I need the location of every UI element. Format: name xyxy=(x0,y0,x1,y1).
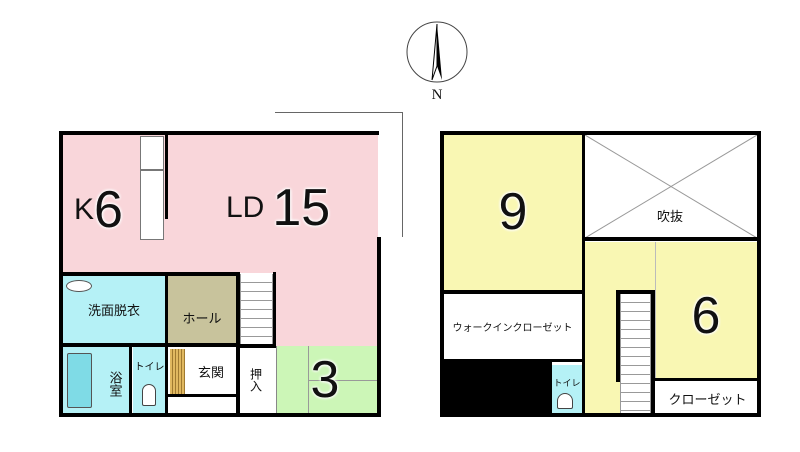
compass-icon xyxy=(406,21,468,83)
living-dining-extension xyxy=(275,272,378,346)
wall xyxy=(757,131,761,417)
hallway-2f xyxy=(585,242,655,413)
wall xyxy=(59,272,237,276)
wall xyxy=(582,237,760,241)
wall xyxy=(440,290,584,294)
closet-oshiire xyxy=(240,348,273,413)
wall xyxy=(582,131,585,413)
toilet-2f-label: トイレ xyxy=(553,378,581,389)
kitchen-prefix: K xyxy=(74,193,95,226)
oshiire-label: 押入 xyxy=(248,368,263,392)
wall xyxy=(440,413,761,417)
floor-1-plan: K 6 LD 15 洗面脱衣 ホール 浴室 トイレ 玄関 押入 3 xyxy=(59,112,403,417)
living-dining-prefix: LD xyxy=(226,191,265,224)
wall xyxy=(165,272,168,417)
wall xyxy=(651,290,655,413)
room-9-size: 9 xyxy=(498,183,528,241)
wall xyxy=(440,359,584,362)
void-area xyxy=(440,361,552,417)
wall xyxy=(59,413,381,417)
toilet-bowl-icon xyxy=(557,393,573,409)
walk-in-closet xyxy=(443,294,582,361)
kitchen-size: 6 xyxy=(94,181,123,239)
tatami-line xyxy=(308,380,378,381)
living-dining-size: 15 xyxy=(272,179,331,237)
tatami-room xyxy=(276,346,378,413)
hall-label: ホール xyxy=(182,311,222,327)
washroom-label: 洗面脱衣 xyxy=(87,303,140,319)
wall xyxy=(273,272,276,346)
living-dining-label: LD 15 xyxy=(226,176,330,240)
wall xyxy=(165,131,168,219)
tatami-line xyxy=(308,346,309,413)
wall xyxy=(129,343,132,417)
toilet-2f xyxy=(552,365,582,413)
atrium-label: 吹抜 xyxy=(656,209,683,225)
toilet-bowl-icon xyxy=(142,384,156,406)
walk-in-closet-label: ウォークインクローゼット xyxy=(452,322,573,334)
entrance-label: 玄関 xyxy=(197,365,224,381)
tatami-size: 3 xyxy=(310,351,340,409)
room-6-size: 6 xyxy=(691,287,721,345)
entrance-step-tiles xyxy=(170,349,185,395)
wall xyxy=(440,131,761,135)
bathtub xyxy=(67,353,92,408)
wall xyxy=(655,378,760,381)
balcony-outline xyxy=(275,112,403,237)
atrium xyxy=(585,135,757,238)
wall xyxy=(616,290,655,294)
stairs-2f xyxy=(620,294,651,413)
closet-2f xyxy=(658,381,757,413)
kitchen-label: K 6 xyxy=(74,180,123,240)
wall xyxy=(377,237,381,417)
stairs-1f xyxy=(240,274,273,345)
washbasin-icon xyxy=(66,280,92,292)
closet-2f-label: クローゼット xyxy=(668,392,747,408)
toilet-1f-label: トイレ xyxy=(134,361,165,373)
wall xyxy=(168,394,236,397)
wall xyxy=(59,343,239,347)
atrium-cross-icon xyxy=(585,135,757,238)
room-6 xyxy=(655,242,757,378)
bath-label: 浴室 xyxy=(106,371,122,397)
north-compass: N xyxy=(405,18,469,106)
wall xyxy=(59,131,379,135)
kitchen-sink-icon xyxy=(140,170,164,240)
room-9 xyxy=(443,135,582,291)
hall xyxy=(168,276,236,345)
wall xyxy=(440,131,444,417)
compass-north-label: N xyxy=(431,86,443,103)
wall xyxy=(236,344,276,348)
wall xyxy=(616,290,620,382)
living-dining-room xyxy=(166,135,378,273)
stove-icon xyxy=(140,136,164,170)
